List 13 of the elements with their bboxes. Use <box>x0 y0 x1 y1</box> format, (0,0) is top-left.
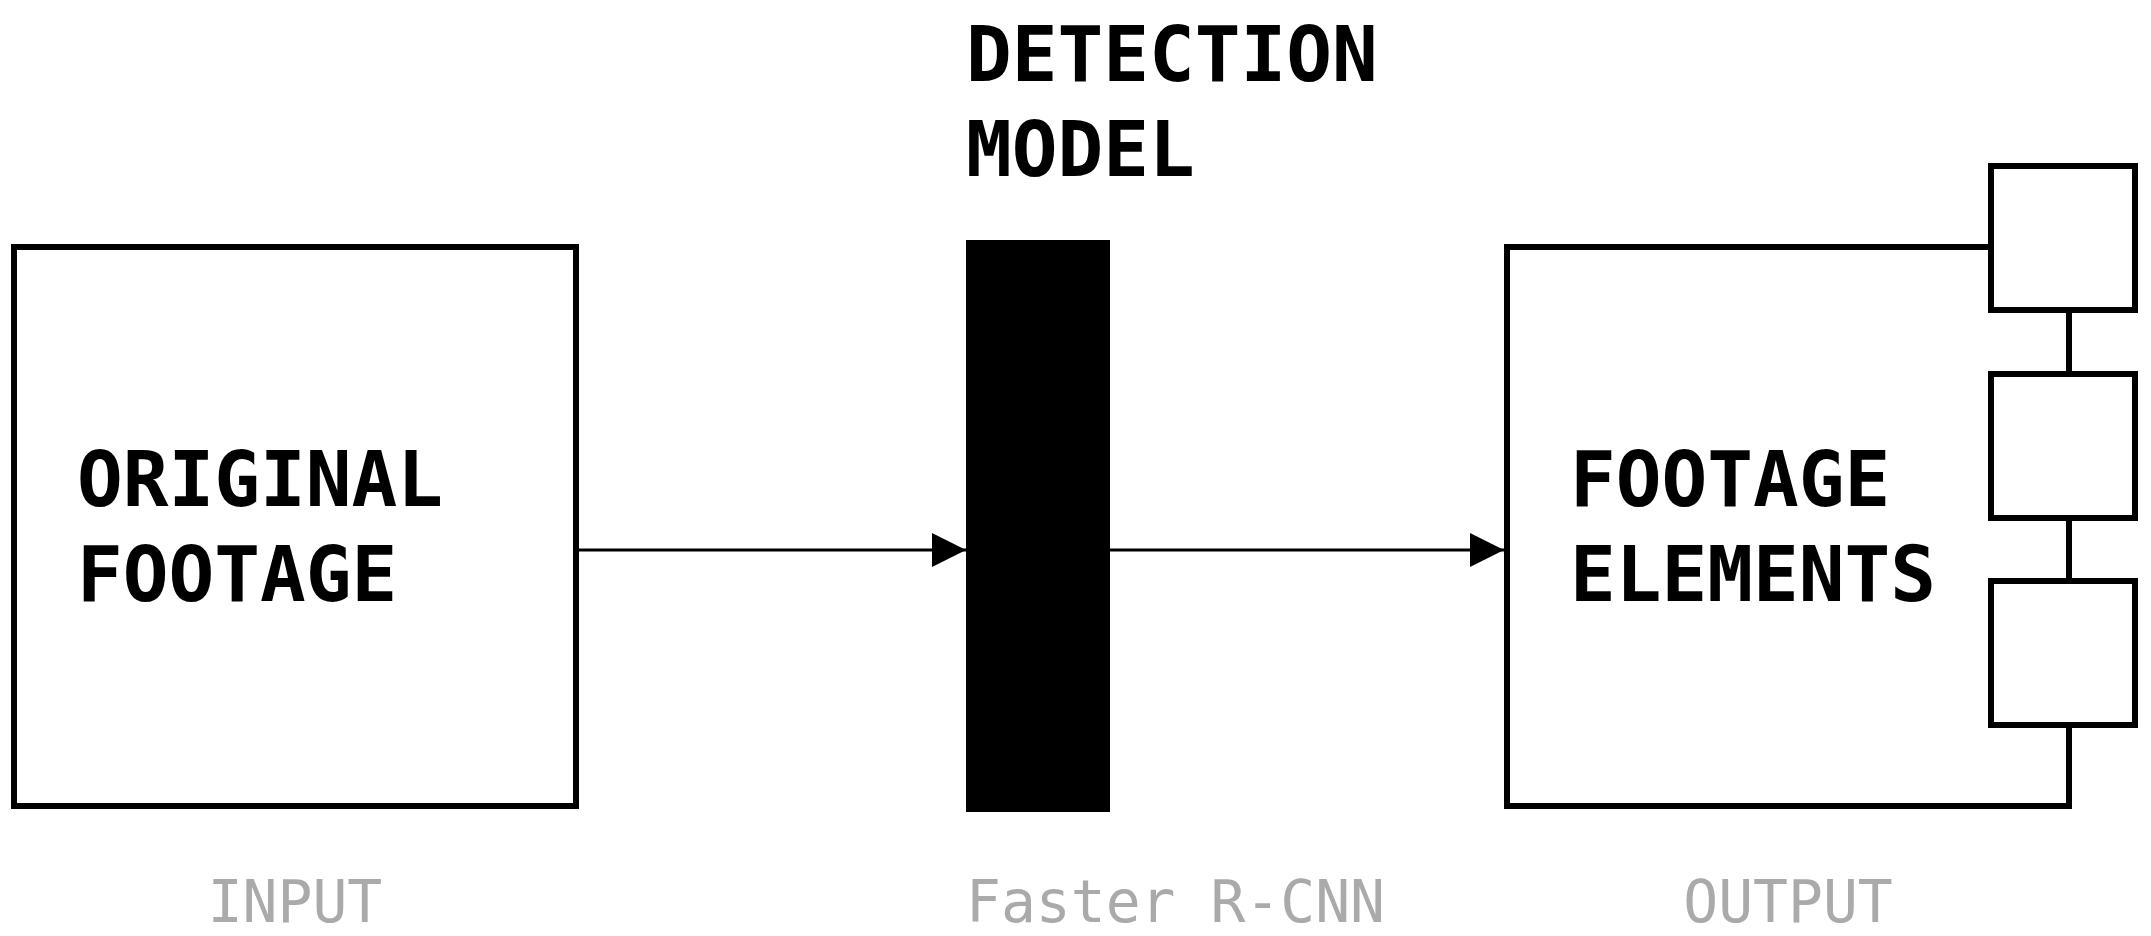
stage-caption: OUTPUT <box>1683 868 1893 936</box>
box-title: ORIGINAL FOOTAGE <box>77 433 445 621</box>
box-title: FOOTAGE ELEMENTS <box>1570 433 1938 621</box>
arrow <box>579 533 966 567</box>
footage-box <box>1504 244 2072 809</box>
footage-box <box>11 244 579 809</box>
empty-box <box>1988 163 2138 313</box>
arrow <box>1110 533 1504 567</box>
empty-box <box>1988 578 2138 728</box>
model-heading: DETECTION MODEL <box>966 9 1379 196</box>
stage-caption: INPUT <box>207 868 383 936</box>
stage-caption: Faster R-CNN <box>966 868 1386 936</box>
empty-box <box>1988 371 2138 521</box>
